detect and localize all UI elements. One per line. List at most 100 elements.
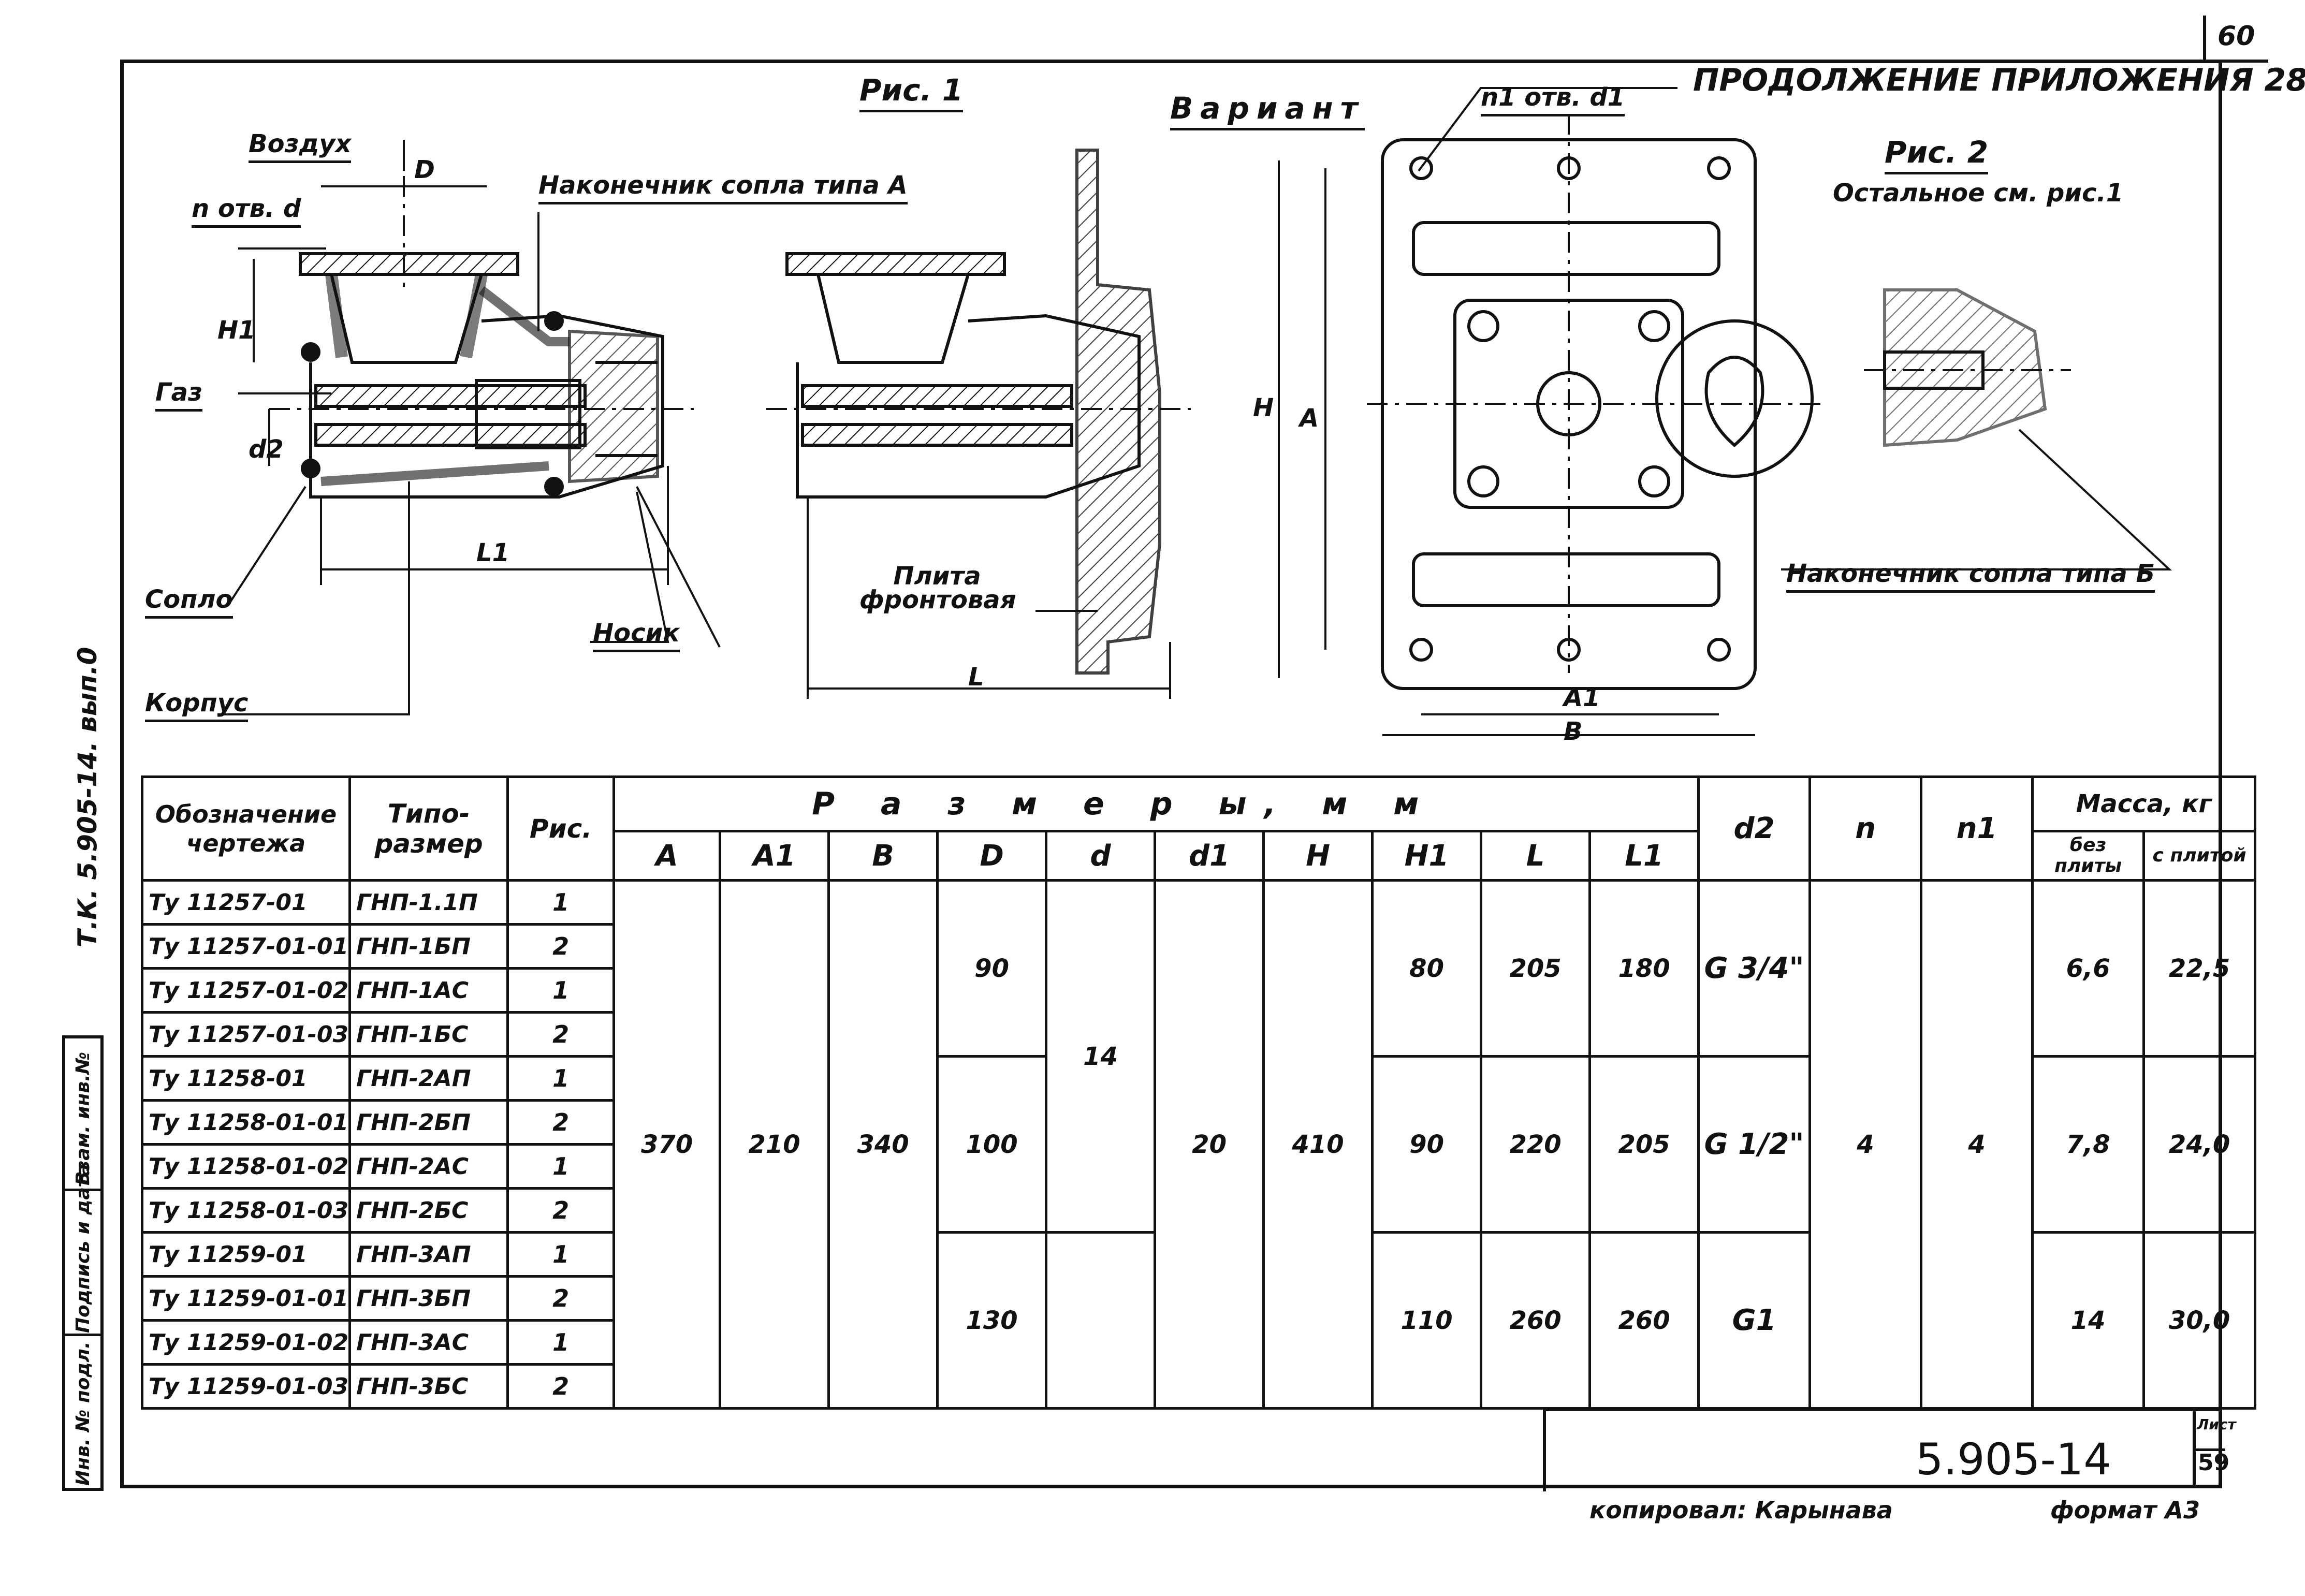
label-d2: d2	[249, 435, 284, 464]
row-typesize: ГНП-3АП	[348, 1231, 509, 1278]
cell-d1: 20	[1154, 879, 1265, 1410]
variant-side-drawing	[766, 149, 1191, 699]
row-designation: Ту 11257-01-01	[140, 923, 352, 970]
row-designation: Ту 11259-01	[140, 1231, 352, 1278]
row-typesize: ГНП-3АС	[348, 1319, 509, 1366]
cell-L1-group3: 260	[1588, 1231, 1700, 1410]
figure2-title: Рис. 2	[1885, 135, 1989, 174]
label-spout: Носик	[593, 619, 680, 652]
label-front-plate: Плита фронтовая	[859, 562, 1016, 614]
cell-H1-group3: 110	[1371, 1231, 1483, 1410]
label-nozzle-tip-a: Наконечник сопла типа А	[538, 171, 908, 204]
label-body: Корпус	[145, 689, 249, 722]
cell-A1: 210	[719, 879, 830, 1410]
cell-n1: 4	[1920, 879, 2034, 1410]
cell-H: 410	[1262, 879, 1374, 1410]
title-block	[1543, 1408, 2219, 1491]
label-n-holes: n отв. d	[192, 194, 301, 228]
cell-B: 340	[827, 879, 939, 1410]
row-typesize: ГНП-1АС	[348, 967, 509, 1014]
row-fig: 2	[506, 923, 616, 970]
row-designation: Ту 11257-01	[140, 879, 352, 926]
header-d1: d1	[1154, 830, 1265, 882]
row-typesize: ГНП-2БП	[348, 1099, 509, 1146]
label-nozzle-tip-b: Наконечник сопла типа Б	[1786, 559, 2155, 593]
label-B: B	[1564, 717, 1583, 746]
drawing-frame	[120, 60, 2222, 1488]
row-designation: Ту 11258-01-02	[140, 1143, 352, 1190]
row-typesize: ГНП-2БС	[348, 1187, 509, 1234]
row-designation: Ту 11259-01-02	[140, 1319, 352, 1366]
format-label: формат А3	[2050, 1496, 2200, 1524]
row-typesize: ГНП-1.1П	[348, 879, 509, 926]
row-typesize: ГНП-3БС	[348, 1363, 509, 1410]
row-fig: 1	[506, 1319, 616, 1366]
row-fig: 1	[506, 967, 616, 1014]
row-fig: 1	[506, 1055, 616, 1102]
label-gas: Газ	[155, 378, 202, 412]
header-H1: H1	[1371, 830, 1483, 882]
row-designation: Ту 11258-01-03	[140, 1187, 352, 1234]
row-typesize: ГНП-1БП	[348, 923, 509, 970]
header-A: A	[612, 830, 722, 882]
label-L1: L1	[476, 538, 509, 567]
header-mass-with: с плитой	[2142, 830, 2257, 882]
header-d2: d2	[1697, 775, 1812, 882]
cell-mass-with-group1: 22,5	[2142, 879, 2257, 1058]
row-fig: 2	[506, 1099, 616, 1146]
row-fig: 2	[506, 1275, 616, 1322]
cell-H1-group1: 80	[1371, 879, 1483, 1058]
document-number: 5.905-14	[1916, 1434, 2111, 1485]
figure1-drawing	[217, 140, 721, 715]
header-B: B	[827, 830, 939, 882]
row-typesize: ГНП-2АС	[348, 1143, 509, 1190]
header-dimensions: Р а з м е р ы, м м	[612, 775, 1700, 832]
cell-mass-without-group3: 14	[2031, 1231, 2146, 1410]
cell-L-group1: 205	[1480, 879, 1592, 1058]
row-fig: 2	[506, 1187, 616, 1234]
row-typesize: ГНП-3БП	[348, 1275, 509, 1322]
header-typesize: Типо-размер	[348, 775, 509, 882]
list-box	[2193, 1408, 2225, 1488]
label-A: A	[1300, 404, 1319, 433]
technical-drawings	[217, 87, 2172, 736]
row-designation: Ту 11257-01-02	[140, 967, 352, 1014]
cell-d-group3-empty	[1045, 1231, 1157, 1410]
row-designation: Ту 11259-01-03	[140, 1363, 352, 1410]
row-fig: 2	[506, 1011, 616, 1058]
header-mass-without: без плиты	[2031, 830, 2146, 882]
cell-H1-group2: 90	[1371, 1055, 1483, 1234]
row-designation: Ту 11258-01	[140, 1055, 352, 1102]
cell-L1-group1: 180	[1588, 879, 1700, 1058]
cell-L-group2: 220	[1480, 1055, 1592, 1234]
variant-title: Вариант	[1170, 91, 1365, 130]
list-number: 59	[2198, 1449, 2230, 1476]
label-H: H	[1253, 393, 1274, 422]
cell-A: 370	[612, 879, 722, 1410]
page-heading: ПРОДОЛЖЕНИЕ ПРИЛОЖЕНИЯ 28	[1693, 62, 2305, 98]
sheet-number-box: 60	[2203, 16, 2268, 63]
figure2-drawing	[1781, 288, 2172, 570]
header-L: L	[1480, 830, 1592, 882]
stamp-field-sign: Подпись и дата	[72, 1164, 94, 1333]
header-n1: n1	[1920, 775, 2034, 882]
header-H: H	[1262, 830, 1374, 882]
row-fig: 1	[506, 879, 616, 926]
cell-L1-group2: 205	[1588, 1055, 1700, 1234]
left-stamp	[62, 1035, 104, 1491]
cell-d2-group1: G 3/4"	[1697, 879, 1812, 1058]
header-L1: L1	[1588, 830, 1700, 882]
figure1-title: Рис. 1	[859, 72, 964, 112]
specification-table: Обозначение чертежа Типо-размер Рис. Р а…	[140, 775, 2257, 1410]
cell-d2-group2: G 1/2"	[1697, 1055, 1812, 1234]
cell-D-group3: 130	[936, 1231, 1048, 1410]
cell-D-group2: 100	[936, 1055, 1048, 1234]
label-air: Воздух	[249, 129, 352, 163]
sheet-number: 60	[2218, 21, 2255, 52]
header-d: d	[1045, 830, 1157, 882]
label-D: D	[414, 155, 435, 184]
list-label: Лист	[2197, 1416, 2236, 1433]
cell-mass-with-group3: 30,0	[2142, 1231, 2257, 1410]
row-designation: Ту 11257-01-03	[140, 1011, 352, 1058]
label-n1-holes: n1 отв. d1	[1481, 83, 1625, 116]
